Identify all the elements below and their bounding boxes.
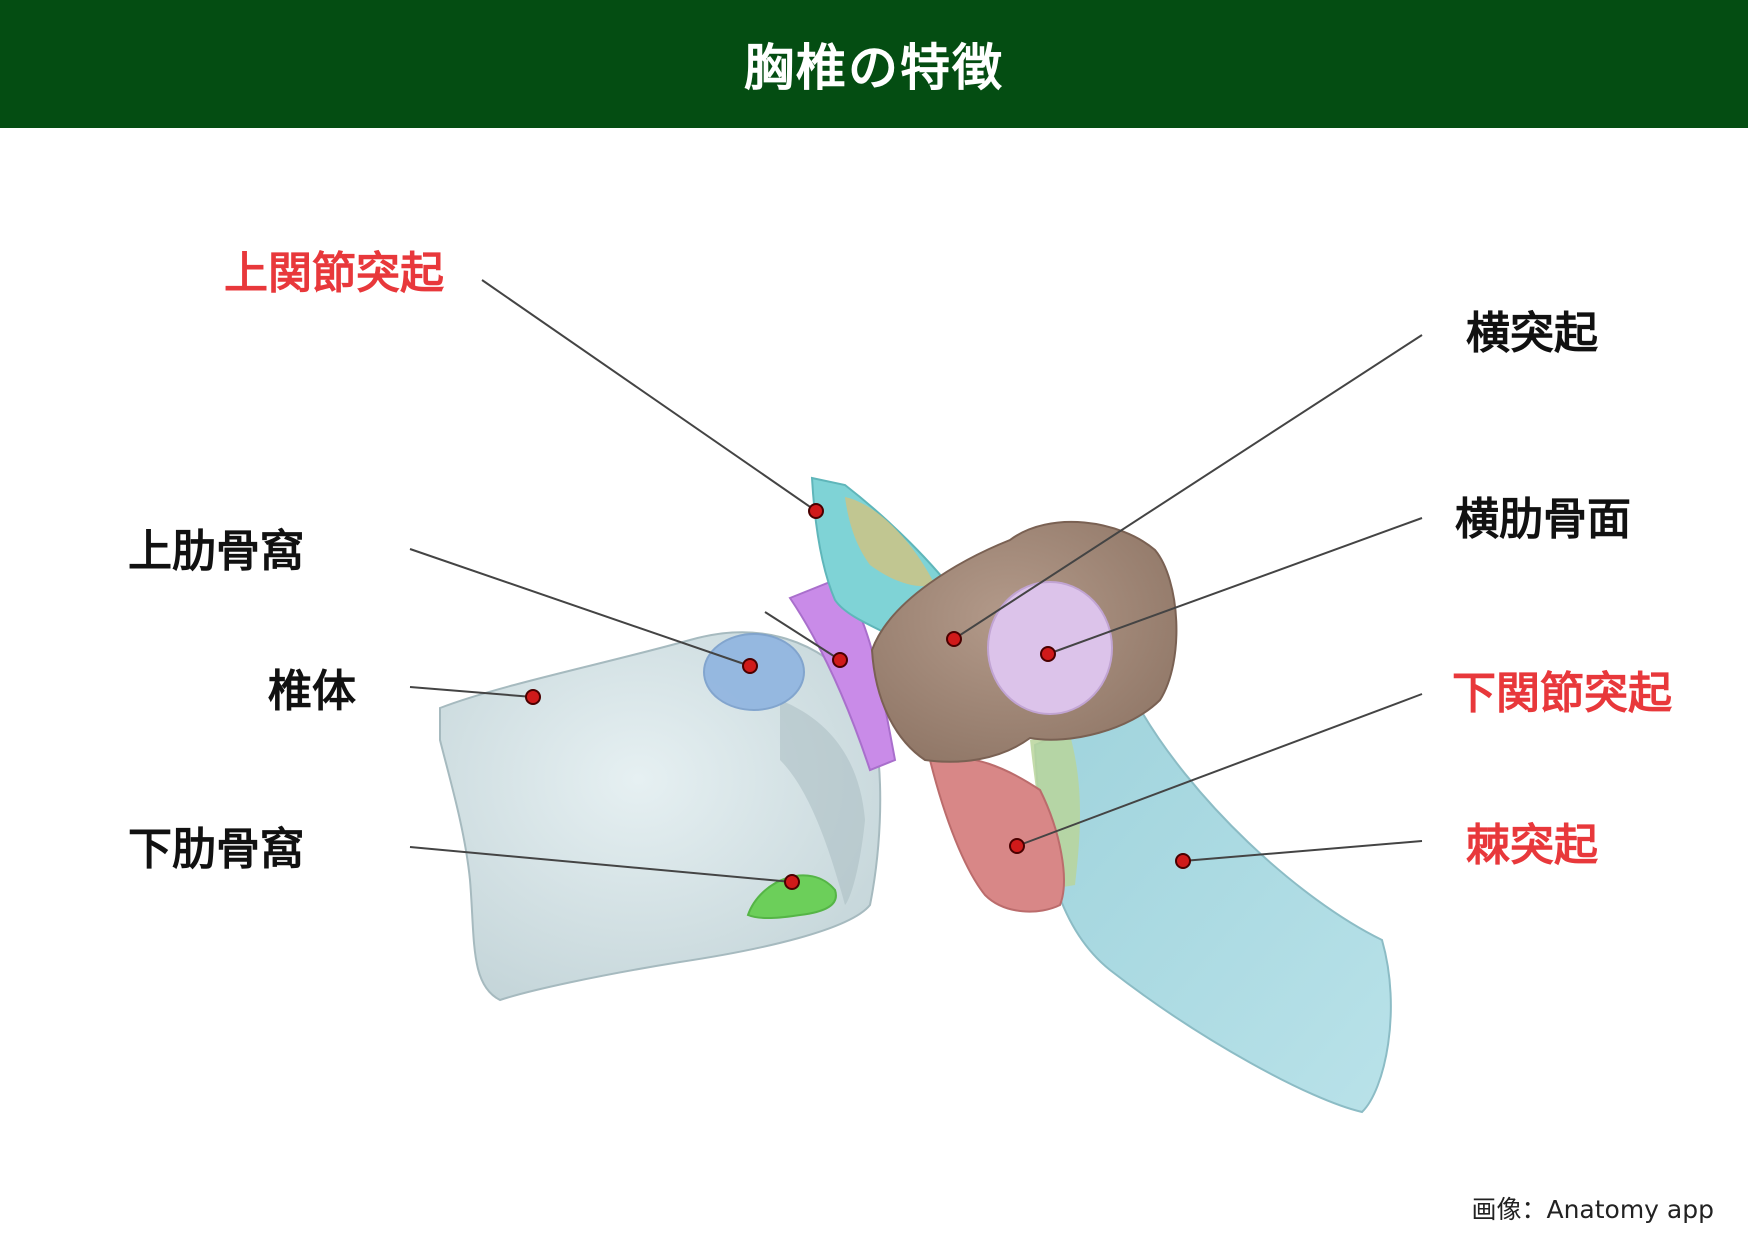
- leader-spinous-process: [1182, 840, 1423, 862]
- leader-inferior-articular-process: [1016, 693, 1423, 847]
- label-inferior-costal-facet: 下肋骨窩: [128, 824, 304, 875]
- leader-superior-articular-process: [481, 279, 817, 512]
- inferior-articular-process-shape: [928, 756, 1065, 913]
- label-superior-costal-facet: 上肋骨窩: [128, 526, 304, 577]
- spinous-process-shape: [1033, 698, 1392, 1114]
- inferior-costal-facet-shape: [746, 874, 837, 919]
- superior-articular-facet-shape: [845, 497, 935, 587]
- page-title: 胸椎の特徴: [744, 39, 1004, 97]
- label-transverse-costal-facet: 横肋骨面: [1455, 494, 1631, 545]
- leader-bodyline-pedicle: [764, 611, 841, 661]
- marker-transverse-costal-facet: [1040, 646, 1056, 662]
- vertebral-body-shape: [439, 631, 882, 1002]
- label-superior-articular-process: 上関節突起: [224, 248, 444, 299]
- marker-superior-costal-facet: [742, 658, 758, 674]
- marker-vertebral-body: [525, 689, 541, 705]
- marker-pedicle: [832, 652, 848, 668]
- header-bar: 胸椎の特徴: [0, 0, 1748, 128]
- marker-spinous-process: [1175, 853, 1191, 869]
- image-credit: 画像：Anatomy app: [1471, 1195, 1714, 1224]
- marker-transverse-process: [946, 631, 962, 647]
- marker-inferior-articular-process: [1009, 838, 1025, 854]
- leader-transverse-process: [953, 334, 1423, 640]
- marker-superior-articular-process: [808, 503, 824, 519]
- label-spinous-process: 棘突起: [1466, 820, 1598, 871]
- label-inferior-articular-process: 下関節突起: [1452, 668, 1672, 719]
- leader-inferior-costal-facet: [409, 846, 793, 883]
- label-vertebral-body: 椎体: [268, 666, 356, 717]
- body-shadow-shape: [780, 700, 865, 905]
- marker-inferior-costal-facet: [784, 874, 800, 890]
- lamina-strip-shape: [1030, 735, 1080, 890]
- leader-superior-costal-facet: [409, 548, 751, 667]
- leader-vertebral-body: [409, 686, 534, 698]
- label-transverse-process: 横突起: [1466, 308, 1598, 359]
- leader-transverse-costal-facet: [1047, 517, 1423, 655]
